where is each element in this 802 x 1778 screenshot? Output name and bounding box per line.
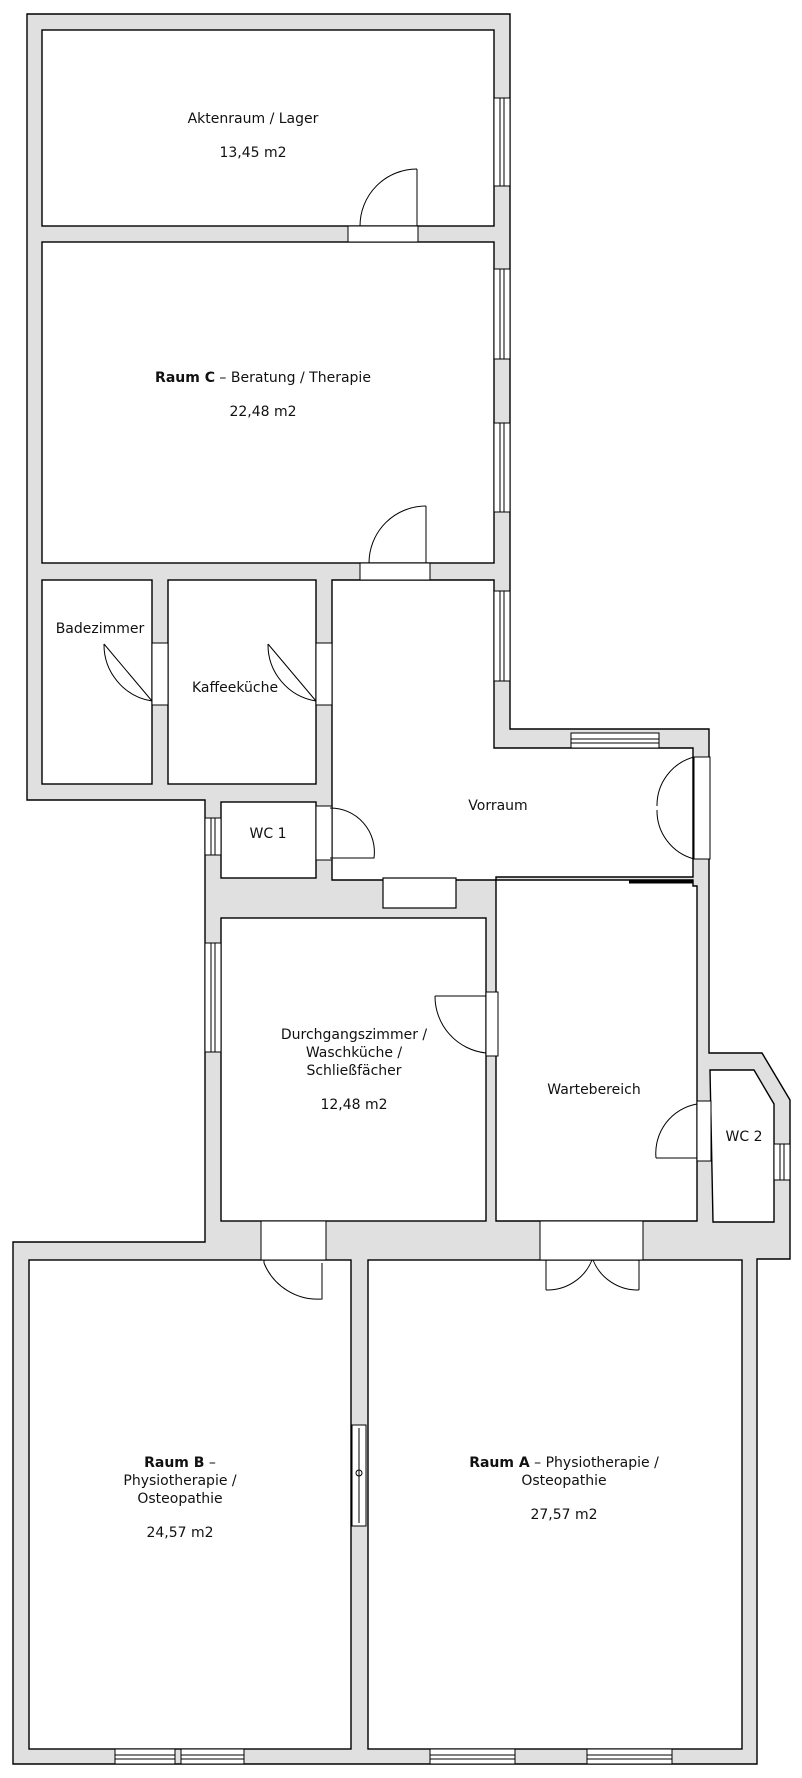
room-raum-a [367,1259,743,1750]
room-raum-b [28,1259,352,1750]
label-wc1: WC 1 [250,826,287,842]
label-wc2: WC 2 [726,1129,763,1145]
window-vorraum-top [570,732,660,749]
label-raum-a: Raum A – Physiotherapie / [469,1455,659,1471]
label-vorraum: Vorraum [468,798,527,814]
room-wc2 [709,1069,775,1223]
window-raum-c-1 [493,268,511,360]
label-raum-c: Raum C – Beratung / Therapie [155,370,371,386]
door-wc2[interactable] [655,1100,712,1162]
label-raum-b: Raum B – [144,1455,216,1471]
window-raum-c-2 [493,422,511,513]
label-raum-a-rest: – Physiotherapie / [530,1455,659,1471]
area-raum-a: 27,57 m2 [530,1507,597,1523]
window-raum-b-2 [180,1748,245,1765]
passage-raum-b-a[interactable] [351,1424,367,1527]
door-aktenraum[interactable] [347,168,419,243]
area-aktenraum: 13,45 m2 [219,145,286,161]
door-durchgangszimmer[interactable] [434,991,499,1057]
window-vorraum-right [493,590,511,682]
door-wc1[interactable] [315,805,375,861]
window-wc1 [204,817,222,856]
door-kaffeekueche[interactable] [267,642,333,706]
label-raum-a-2: Osteopathie [521,1473,606,1489]
door-raum-b[interactable] [260,1220,327,1300]
room-wartebereich [495,879,698,1222]
door-entrance-double[interactable] [656,756,711,860]
window-raum-a-2 [586,1748,673,1765]
door-raum-c[interactable] [359,505,431,581]
label-raum-b-rest: – [204,1455,215,1471]
label-raum-c-bold: Raum C [155,370,215,386]
area-raum-c: 22,48 m2 [229,404,296,420]
room-kaffeekueche [167,579,317,785]
label-durchgang-3: Schließfächer [306,1063,401,1079]
window-aktenraum [493,97,511,187]
window-raum-a-1 [429,1748,516,1765]
area-raum-b: 24,57 m2 [146,1525,213,1541]
label-badezimmer: Badezimmer [56,621,145,637]
label-durchgang-2: Waschküche / [306,1045,403,1061]
label-raum-a-bold: Raum A [469,1455,530,1471]
label-wartebereich: Wartebereich [547,1082,640,1098]
window-wc2 [773,1143,791,1181]
label-durchgang-1: Durchgangszimmer / [281,1027,428,1043]
window-durchgangszimmer [204,942,222,1053]
room-aktenraum [41,29,495,227]
room-raum-c [41,241,495,564]
label-kaffeekueche: Kaffeeküche [192,680,278,696]
label-aktenraum: Aktenraum / Lager [188,111,319,127]
door-raum-a-double[interactable] [539,1220,644,1291]
label-raum-b-bold: Raum B [144,1455,204,1471]
room-durchgangszimmer [220,917,487,1222]
area-durchgang: 12,48 m2 [320,1097,387,1113]
label-raum-b-2: Physiotherapie / [123,1473,237,1489]
label-raum-b-3: Osteopathie [137,1491,222,1507]
door-badezimmer[interactable] [103,642,169,706]
window-raum-b-1 [114,1748,176,1765]
room-wc1 [220,801,317,879]
label-raum-c-rest: – Beratung / Therapie [215,370,371,386]
wall-niche [382,877,457,909]
